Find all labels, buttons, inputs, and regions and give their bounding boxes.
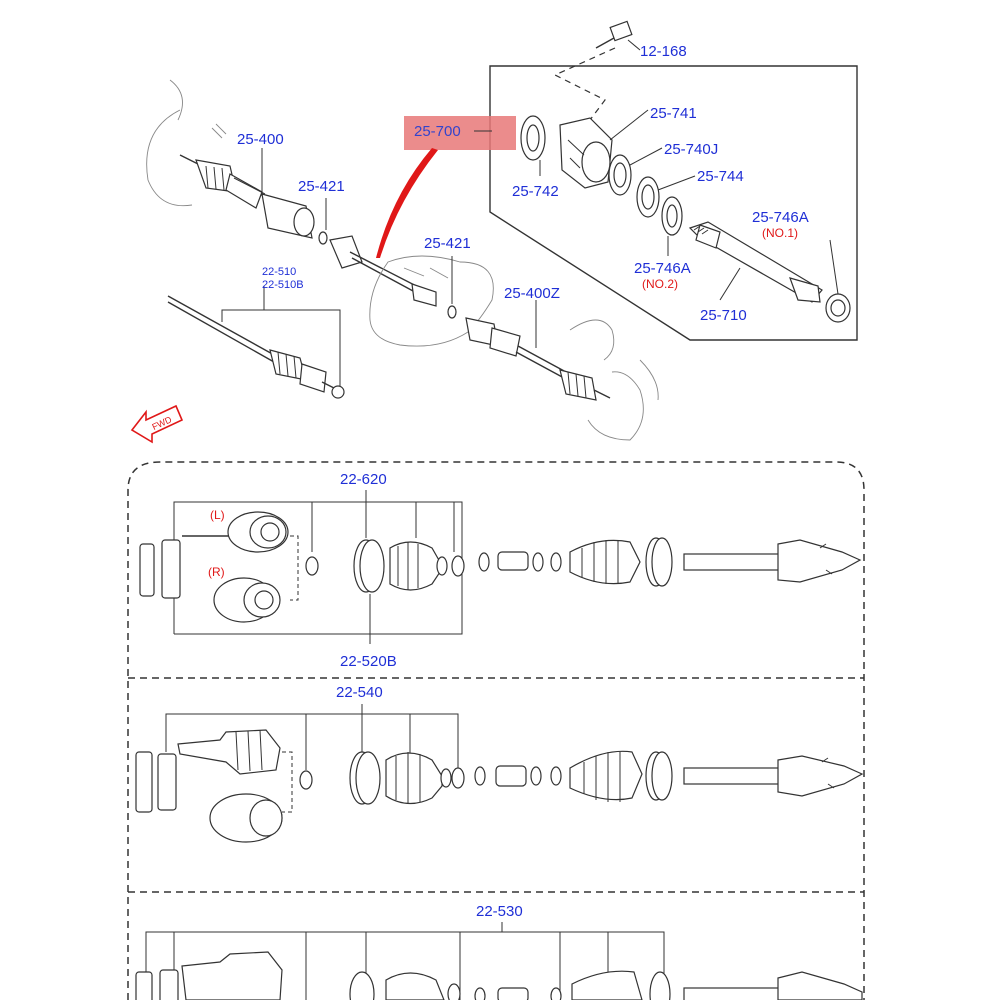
outer-boot-icon (569, 539, 641, 585)
bearing-25-740j-icon (608, 154, 632, 196)
right-hub-outline (587, 371, 644, 441)
bolt-12-168-icon (595, 20, 633, 49)
small-band-icon (451, 555, 465, 577)
section-22-620: 22-620 (L) (R) (139, 471, 862, 670)
section-22-540: 22-540 (135, 684, 864, 843)
label-25-400: 25-400 (237, 131, 284, 148)
grease-tube-icon (157, 753, 177, 811)
drive-shaft-25-400z-icon (465, 317, 611, 401)
assembly-view: 25-400 25-421 25-421 25-40 (130, 79, 659, 444)
label-25-700: 25-700 (414, 123, 461, 140)
label-25-400z: 25-400Z (504, 285, 560, 302)
half-shaft-icon (683, 767, 781, 785)
inner-joint-housing-icon (177, 729, 281, 775)
label-22-510b: 22-510B (262, 279, 304, 291)
outer-joint-icon (777, 971, 863, 1000)
grease-tube-icon (161, 539, 181, 599)
label-22-510: 22-510 (262, 266, 296, 278)
inset-frame (489, 65, 858, 341)
label-25-421-left: 25-421 (298, 178, 345, 195)
bearing-bracket-icon (559, 117, 613, 189)
section-22-530: 22-530 (135, 903, 863, 1000)
label-25-746a-no1-note: (NO.1) (762, 226, 798, 240)
label-25-744: 25-744 (697, 168, 744, 185)
boot-icon (385, 972, 445, 1000)
damper-icon (495, 765, 527, 787)
intermediate-shaft-icon (688, 221, 823, 303)
drive-shaft-22-510-icon (167, 295, 345, 399)
ring-25-746a-no1-icon (825, 293, 851, 323)
inset-intermediate-shaft: 12-168 25-741 25-742 25-740J 25-744 (489, 20, 858, 341)
washer-25-744-icon (636, 176, 660, 218)
label-22-530: 22-530 (476, 903, 523, 920)
outer-joint-icon (777, 539, 862, 583)
label-22-520b: 22-520B (340, 653, 397, 670)
inner-joint-cup-icon (209, 793, 283, 843)
outer-joint-icon (777, 755, 864, 797)
boot-icon (385, 752, 443, 805)
callout-arrow (376, 148, 438, 258)
ring-25-746a-no2-icon (661, 196, 683, 236)
clip-25-421-right-icon (447, 305, 457, 319)
grease-tube-icon (159, 969, 179, 1000)
grease-tube-icon (139, 543, 155, 597)
seal-25-742-icon (520, 115, 546, 161)
grease-tube-icon (135, 971, 153, 1000)
label-12-168: 12-168 (640, 43, 687, 60)
intermediate-joint-icon (329, 235, 437, 307)
label-25-740j: 25-740J (664, 141, 718, 158)
label-25-710: 25-710 (700, 307, 747, 324)
damper-icon (497, 551, 529, 571)
label-25-746a-no1: 25-746A (752, 209, 809, 226)
cv-joint-right-icon (213, 577, 281, 623)
cv-joint-left-icon (182, 511, 289, 553)
label-25-742: 25-742 (512, 183, 559, 200)
outer-boot-icon (569, 750, 643, 801)
label-25-746a-no2: 25-746A (634, 260, 691, 277)
callout-25-700-highlight (404, 116, 516, 150)
grease-tube-icon (135, 751, 153, 813)
fwd-arrow-icon: FWD (130, 404, 184, 444)
half-shaft-icon (683, 553, 781, 571)
small-band-icon (451, 767, 465, 789)
circlip-icon (305, 556, 319, 576)
label-25-421-right: 25-421 (424, 235, 471, 252)
components-panel: 22-620 (L) (R) (127, 461, 865, 1000)
components-panel-frame (127, 461, 865, 1000)
label-22-540: 22-540 (336, 684, 383, 701)
boot-band-icon (349, 971, 375, 1000)
label-right: (R) (208, 565, 225, 579)
callout-25-700[interactable]: 25-700 (376, 116, 516, 258)
label-25-746a-no2-note: (NO.2) (642, 277, 678, 291)
label-22-620: 22-620 (340, 471, 387, 488)
label-left: (L) (210, 508, 225, 522)
circlip-icon (299, 770, 313, 790)
label-25-741: 25-741 (650, 105, 697, 122)
outer-boot-icon (571, 970, 643, 1000)
half-shaft-icon (683, 987, 781, 1000)
clip-25-421-left-icon (318, 231, 328, 245)
drive-shaft-25-400-icon (179, 154, 315, 239)
inner-joint-housing-icon (181, 951, 283, 1000)
